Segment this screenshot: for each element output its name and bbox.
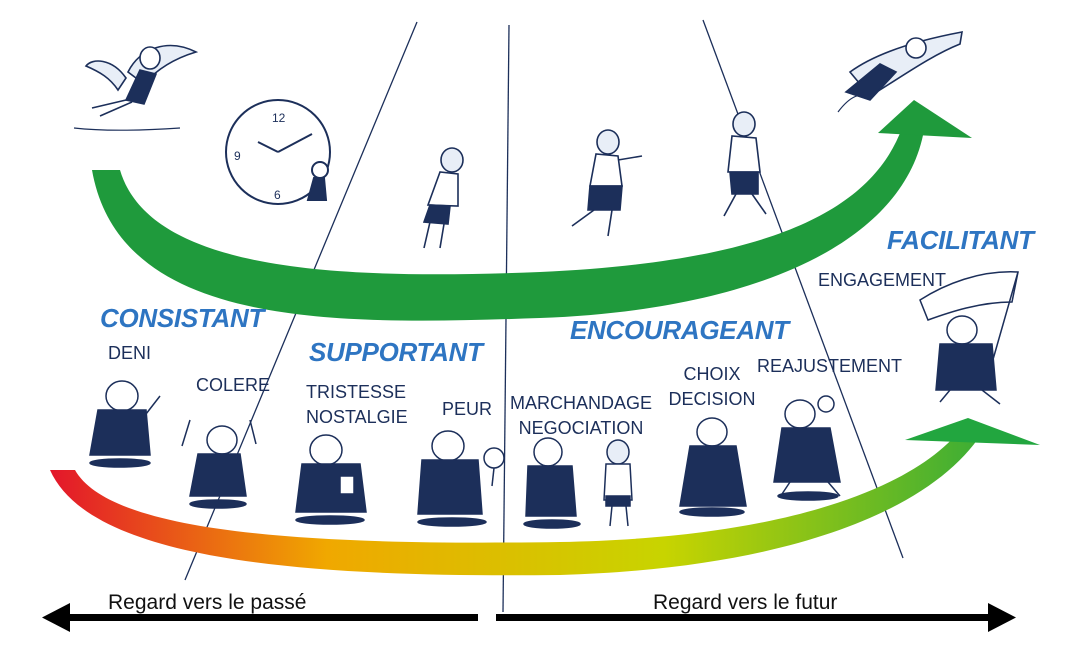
- phase-supportant: SUPPORTANT: [309, 337, 483, 367]
- emotion-marchandage-negociation: MARCHANDAGE NEGOCIATION: [508, 391, 654, 441]
- figure-reajustement: [773, 395, 841, 501]
- figure-engagement-flag: [919, 271, 1019, 405]
- phase-consistant: CONSISTANT: [100, 303, 265, 333]
- figure-peur: [417, 430, 505, 527]
- top-green-arrow: [92, 100, 972, 321]
- emotion-nostalgie: NOSTALGIE: [306, 407, 408, 427]
- emotion-colere: COLERE: [196, 375, 271, 395]
- timeline-past-label: Regard vers le passé: [108, 591, 307, 614]
- phase-encourageant: ENCOURAGEANT: [570, 315, 789, 345]
- future-arrow-shaft: [496, 614, 994, 621]
- walking-woman-figure: [571, 129, 643, 237]
- past-arrow-head: [42, 603, 70, 632]
- gradient-arrow: [50, 418, 1040, 576]
- top-arrow-band: [92, 128, 924, 321]
- figure-marchandage: [523, 437, 633, 529]
- striding-woman-figure: [723, 111, 767, 217]
- svg-text:12: 12: [272, 111, 286, 125]
- figure-tristesse: [295, 434, 367, 525]
- svg-text:6: 6: [274, 188, 281, 202]
- flying-angel-figure: [73, 44, 199, 131]
- pensive-woman-figure: [422, 147, 464, 249]
- emotion-choix-decision: CHOIX DECISION: [664, 362, 760, 412]
- divider-line-3: [702, 19, 904, 559]
- emotion-tristesse-nostalgie: TRISTESSE NOSTALGIE: [306, 380, 408, 430]
- emotion-tristesse: TRISTESSE: [306, 382, 407, 402]
- emotion-marchandage: MARCHANDAGE: [509, 393, 652, 413]
- emotion-decision: DECISION: [668, 389, 756, 409]
- timeline-arrows: [42, 603, 1016, 632]
- svg-text:9: 9: [234, 149, 241, 163]
- emotion-negociation: NEGOCIATION: [518, 418, 644, 438]
- future-arrow-head: [988, 603, 1016, 632]
- timeline-future-label: Regard vers le futur: [653, 591, 838, 614]
- emotion-choix: CHOIX: [683, 364, 741, 384]
- gradient-arrow-head: [905, 418, 1040, 445]
- figure-deni: [89, 380, 161, 468]
- gradient-arrow-band: [50, 424, 985, 576]
- clock-icon: 12 9 6: [225, 99, 331, 205]
- emotion-engagement: ENGAGEMENT: [818, 270, 947, 290]
- phase-facilitant: FACILITANT: [887, 225, 1034, 255]
- past-arrow-shaft: [62, 614, 478, 621]
- figure-choix: [679, 417, 747, 517]
- emotion-deni: DENI: [108, 343, 152, 363]
- top-arrow-head: [878, 100, 972, 138]
- emotion-reajustement: REAJUSTEMENT: [757, 356, 903, 376]
- figure-colere: [181, 419, 257, 509]
- emotion-peur: PEUR: [442, 399, 493, 419]
- flying-superhero-figure: [837, 31, 963, 113]
